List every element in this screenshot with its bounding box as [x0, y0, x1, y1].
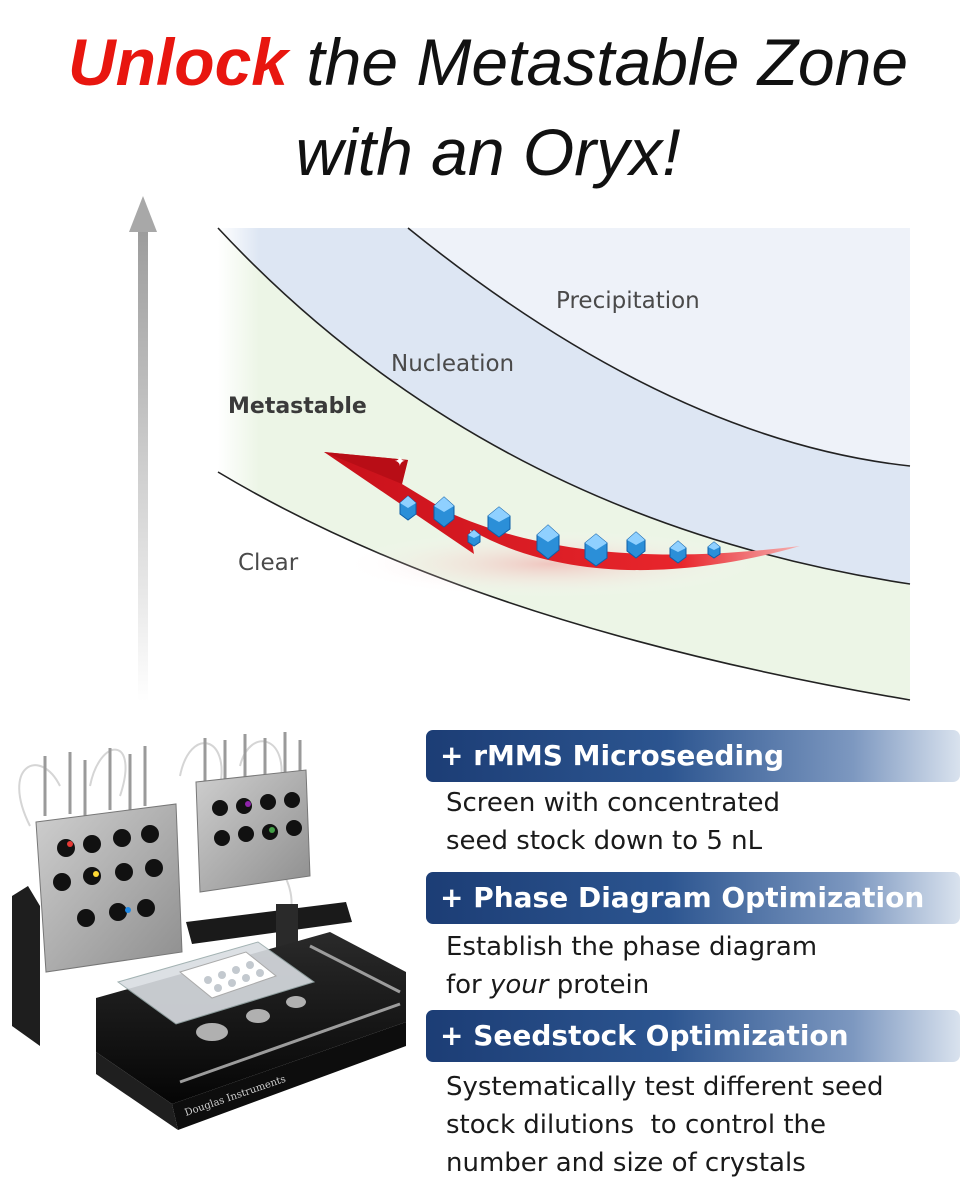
crystal-icon [584, 533, 608, 567]
crystal-icon [433, 496, 455, 528]
oryx-instrument-illustration: Douglas Instruments [12, 732, 406, 1130]
label-clear: Clear [238, 550, 299, 576]
label-metastable: Metastable [228, 394, 367, 419]
crystal-icon [399, 495, 417, 521]
label-precipitation: Precipitation [556, 288, 700, 314]
seeding-arrow [324, 452, 800, 598]
crystals: ✦ [394, 454, 721, 567]
crystal-icon [707, 541, 721, 559]
label-nucleation: Nucleation [391, 351, 514, 377]
crystal-icon [669, 540, 687, 564]
feature-text-microseeding: Screen with concentrated seed stock down… [446, 788, 781, 856]
feature-bar-phase-diagram: + Phase Diagram Optimization [426, 872, 960, 924]
headline-rest: the Metastable Zone [288, 25, 909, 99]
solubility-curve [217, 471, 911, 701]
crystal-icon [536, 524, 560, 560]
vertical-axis-arrow [129, 196, 157, 702]
precipitation-curve [407, 227, 911, 467]
valves [53, 792, 302, 927]
feature-bar-microseeding: + rMMS Microseeding [426, 730, 960, 782]
phase-diagram: Precipitation Nucleation Metastable Clea… [129, 196, 911, 704]
crystal-icon [626, 531, 646, 559]
metastable-limit-curve [217, 227, 911, 585]
headline-accent: Unlock [67, 25, 288, 99]
feature-text-seedstock: Systematically test different seed stock… [446, 1072, 884, 1178]
crystal-icon [487, 506, 511, 538]
sparkle-icon: ✦ [394, 454, 406, 470]
feature-text-phase-diagram: Establish the phase diagram for your pro… [446, 932, 818, 1000]
headline-line-1: Unlock the Metastable Zone [0, 22, 976, 102]
crystal-icon [467, 529, 481, 547]
headline-line-2: with an Oryx! [295, 115, 681, 189]
feature-bar-seedstock: + Seedstock Optimization [426, 1010, 960, 1062]
